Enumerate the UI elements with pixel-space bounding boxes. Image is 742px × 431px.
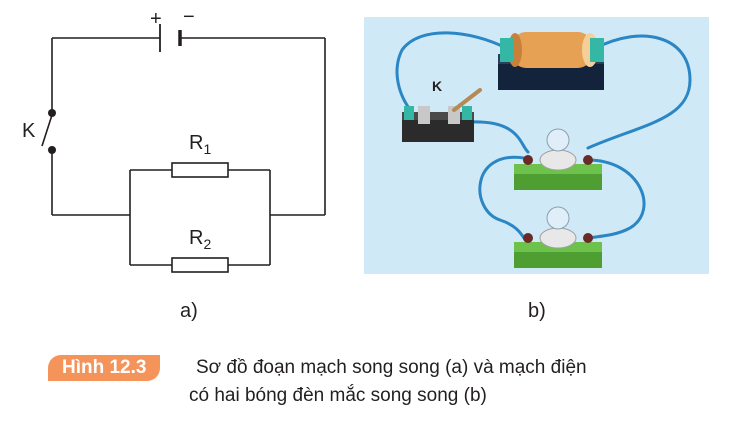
knife-switch bbox=[402, 88, 482, 142]
caption-line-2: có hai bóng đèn mắc song song (b) bbox=[189, 385, 487, 406]
battery-plus-label: + bbox=[150, 8, 162, 30]
wire-switch-to-lamp1 bbox=[468, 120, 530, 154]
switch-terminal-top bbox=[48, 109, 56, 117]
wire-lamp1-to-lamp2-left bbox=[478, 155, 526, 240]
lamp-2 bbox=[514, 206, 602, 268]
wire-battery-to-switch bbox=[395, 31, 508, 114]
switch-label-a: K bbox=[22, 120, 36, 142]
sublabel-b: b) bbox=[528, 300, 546, 322]
resistor-r2-label: R2 bbox=[189, 227, 212, 252]
sublabel-a: a) bbox=[180, 300, 198, 322]
wire-battery-to-lamp1 bbox=[586, 34, 692, 150]
battery-minus-label: − bbox=[183, 6, 195, 28]
figure-number-badge: Hình 12.3 bbox=[48, 355, 161, 381]
lamp-1 bbox=[514, 128, 602, 190]
switch-blade bbox=[41, 114, 53, 147]
resistor-r1-label: R1 bbox=[189, 132, 212, 157]
circuit-diagram-a bbox=[41, 24, 326, 273]
caption-line-1: Sơ đồ đoạn mạch song song (a) và mạch đi… bbox=[196, 357, 587, 378]
resistor-r2 bbox=[171, 257, 229, 273]
circuit-photo-b bbox=[364, 17, 709, 274]
wire-lamp1-to-lamp2-right bbox=[586, 158, 646, 240]
resistor-r1 bbox=[171, 162, 229, 178]
switch-terminal-bottom bbox=[48, 146, 56, 154]
switch-label-b: K bbox=[432, 78, 443, 94]
battery-holder bbox=[498, 32, 604, 90]
